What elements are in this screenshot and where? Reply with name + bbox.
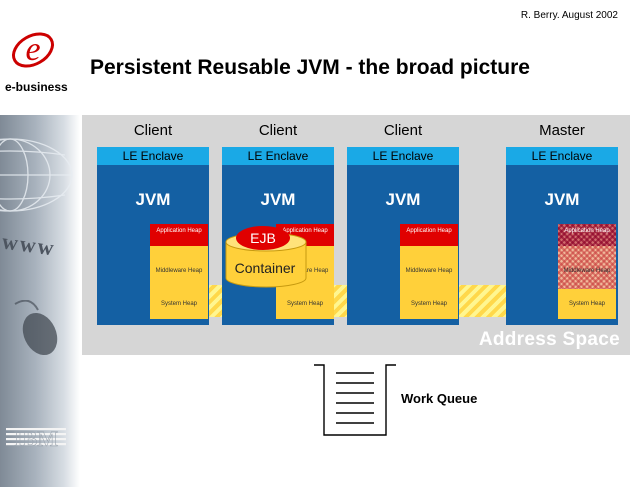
ejb-badge: EJB: [236, 226, 290, 250]
system-heap: System Heap: [150, 289, 208, 319]
work-queue-icon: [314, 364, 396, 436]
work-queue-label: Work Queue: [401, 391, 478, 406]
jvm-label: JVM: [385, 190, 421, 209]
system-heap: System Heap: [276, 289, 334, 319]
jvm-label: JVM: [544, 190, 580, 209]
middleware-heap: Middleware Heap: [400, 246, 458, 296]
column-title: Master: [539, 122, 585, 139]
address-space-label: Address Space: [478, 329, 620, 350]
ibm-logo-text: IBM: [14, 426, 58, 450]
application-heap: Application Heap: [558, 224, 616, 246]
jvm-label: JVM: [135, 190, 171, 209]
svg-text:e: e: [25, 31, 40, 68]
author-date: R. Berry. August 2002: [520, 10, 618, 21]
middleware-heap: Middleware Heap: [558, 246, 616, 296]
decorative-side-photo: [0, 115, 80, 487]
computer-mouse-icon: [14, 300, 58, 356]
middleware-heap: Middleware Heap: [150, 246, 208, 296]
application-heap: Application Heap: [400, 224, 458, 246]
ibm-logo-icon: IBM: [6, 426, 66, 450]
column-title: Client: [383, 122, 423, 139]
page-title: Persistent Reusable JVM - the broad pict…: [90, 56, 530, 79]
jvm-label: JVM: [260, 190, 296, 209]
application-heap: Application Heap: [150, 224, 208, 246]
system-heap: System Heap: [558, 289, 616, 319]
column-title: Client: [133, 122, 173, 139]
column-title: Client: [258, 122, 298, 139]
le-enclave: LE Enclave: [347, 147, 459, 165]
logo-text: e-business: [5, 80, 68, 94]
le-enclave: LE Enclave: [97, 147, 209, 165]
le-enclave: LE Enclave: [222, 147, 334, 165]
system-heap: System Heap: [400, 289, 458, 319]
container-label: Container: [234, 260, 296, 276]
globe-icon: [0, 138, 73, 212]
le-enclave: LE Enclave: [506, 147, 618, 165]
e-business-logo-icon: e: [12, 31, 54, 68]
